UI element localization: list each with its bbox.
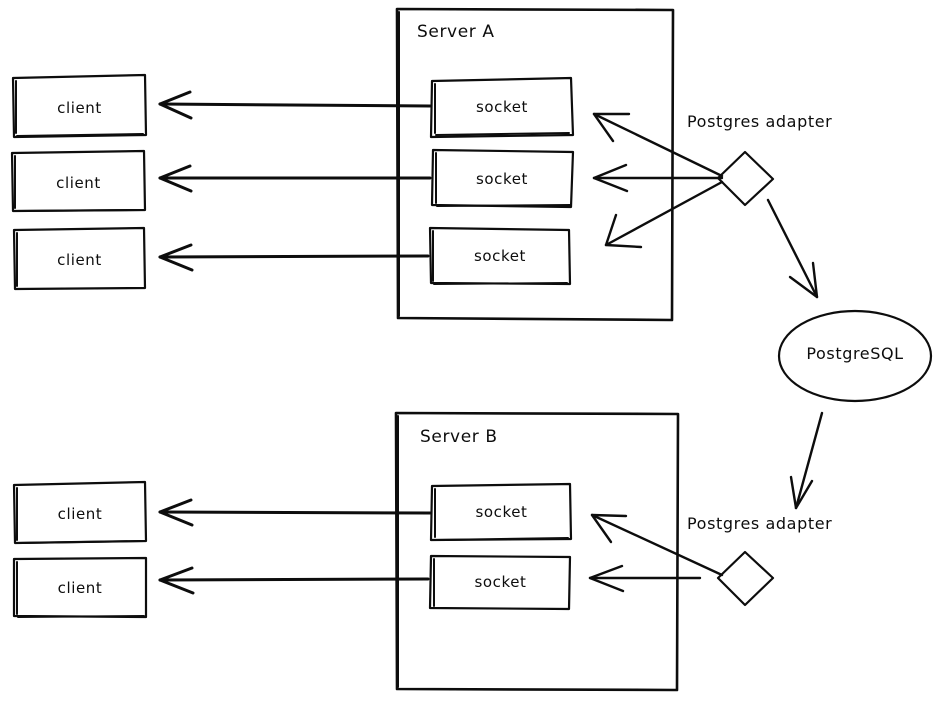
edge-socket-a1-to-client-a1 [158, 90, 432, 120]
server-b-box-shape [394, 411, 680, 692]
edge-adapter-top-to-socket-a3 [604, 180, 724, 249]
postgres-adapter-bottom-shape [716, 550, 775, 607]
server-a-socket-1-shape [429, 76, 575, 139]
server-a-box-shape [395, 7, 675, 322]
edge-postgresql-to-adapter-bottom [789, 411, 824, 510]
server-b-socket-2-shape [428, 554, 572, 611]
server-a-socket-3-shape [428, 226, 572, 286]
edge-adapter-top-to-postgresql [766, 198, 819, 299]
edge-adapter-top-to-socket-a2 [592, 163, 724, 193]
client-a-2-shape [10, 149, 147, 213]
edge-adapter-top-to-socket-a1 [592, 112, 724, 178]
client-a-1-shape [11, 73, 148, 139]
client-b-1-shape [12, 480, 148, 545]
postgresql-shape [777, 309, 933, 403]
edge-adapter-bottom-to-socket-b1 [590, 513, 724, 577]
client-a-3-shape [12, 226, 147, 291]
postgres-adapter-top-shape [716, 150, 775, 207]
server-b-socket-1-shape [429, 482, 573, 542]
edge-socket-a3-to-client-a3 [158, 243, 430, 272]
server-a-socket-2-shape [430, 148, 575, 209]
edge-socket-b2-to-client-b2 [158, 566, 430, 595]
edge-adapter-bottom-to-socket-b2 [588, 564, 702, 593]
client-b-2-shape [12, 556, 148, 619]
edge-socket-a2-to-client-a2 [158, 164, 432, 193]
edge-socket-b1-to-client-b1 [158, 498, 432, 527]
